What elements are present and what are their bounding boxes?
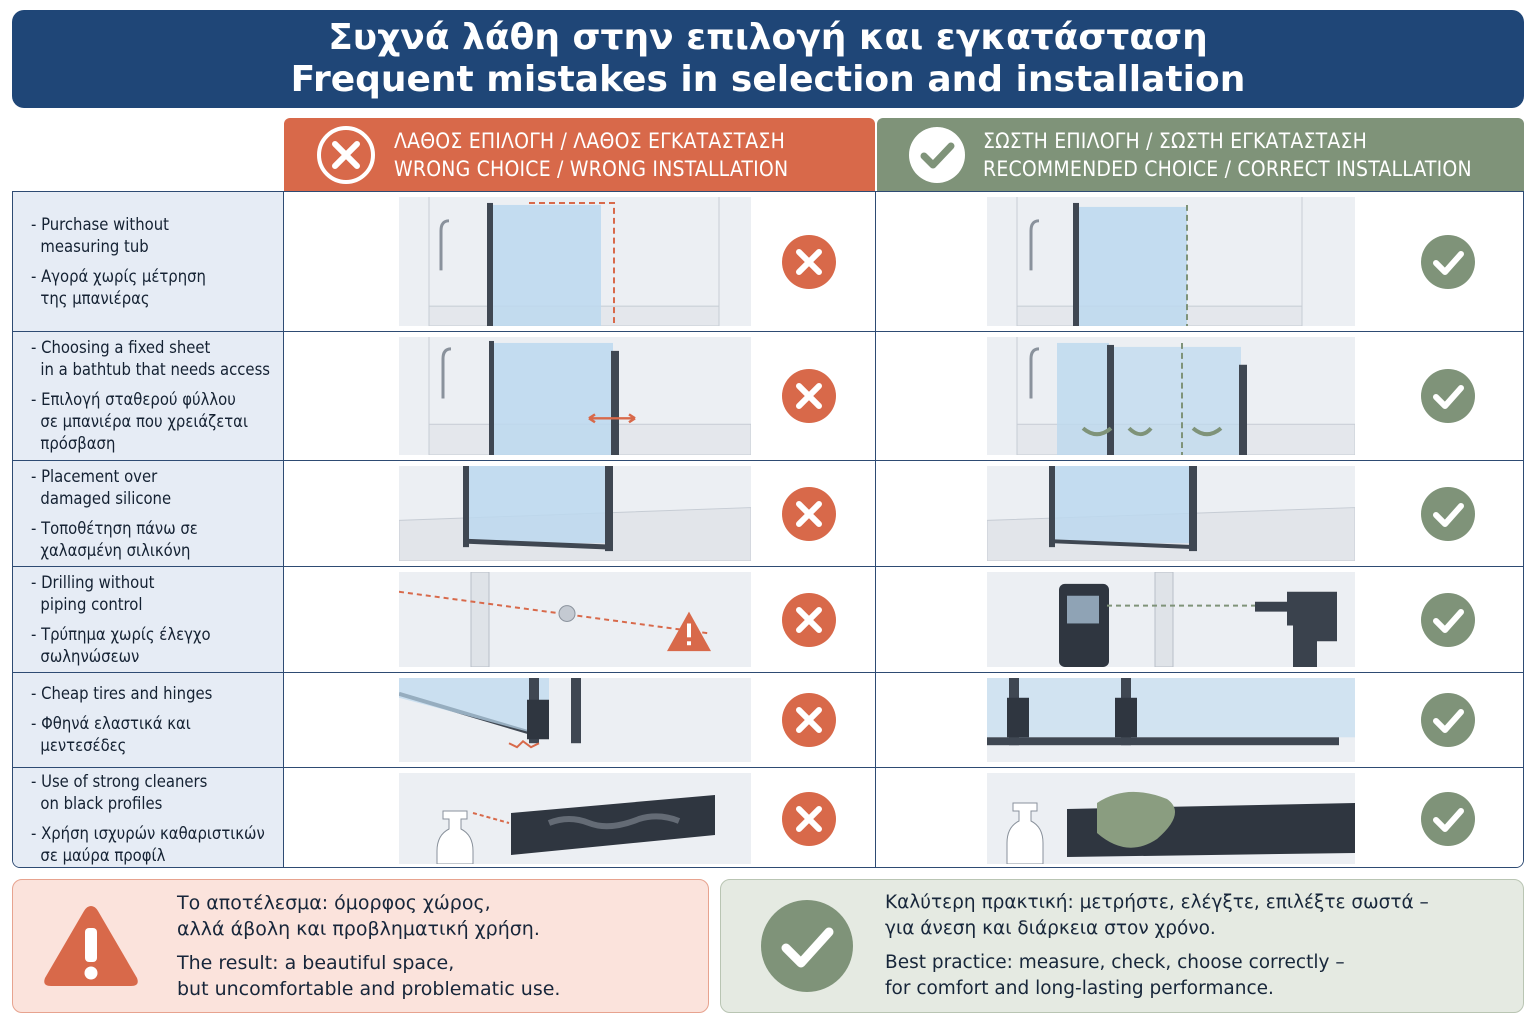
row-label-english: - Cheap tires and hinges — [31, 684, 213, 703]
practice-greek-line2: για άνεση και διάρκεια στον χρόνο. — [885, 918, 1216, 939]
best-practice-box: Καλύτερη πρακτική: μετρήστε, ελέγξτε, επ… — [720, 879, 1524, 1013]
row-label-english: - Drilling without piping control — [31, 572, 155, 614]
row-label: - Use of strong cleaners on black profil… — [13, 768, 284, 867]
row-label-greek: - Τρύπημα χωρίς έλεγχο σωληνώσεων — [31, 624, 211, 666]
wrong-header-greek: ΛΑΘΟΣ ΕΠΙΛΟΓΗ / ΛΑΘΟΣ ΕΓΚΑΤΑΣΤΑΣΗ — [394, 128, 785, 153]
drilling-into-pipe-illustration — [399, 572, 751, 667]
table-row: - Placement over damaged silicone - Τοπο… — [13, 461, 1523, 567]
check-circle-icon — [761, 900, 853, 992]
result-warning-box: Το αποτέλεσμα: όμορφος χώρος, αλλά άβολη… — [12, 879, 709, 1013]
check-circle-icon — [1421, 369, 1475, 423]
row-label-greek: - Επιλογή σταθερού φύλλου σε μπανιέρα πο… — [31, 390, 248, 453]
row-label: - Drilling without piping control - Τρύπ… — [13, 567, 284, 672]
cross-circle-icon — [782, 486, 836, 541]
row-label-greek: - Χρήση ισχυρών καθαριστικών σε μαύρα πρ… — [31, 823, 265, 865]
title-english: Frequent mistakes in selection and insta… — [290, 59, 1246, 100]
right-cell — [877, 461, 1523, 566]
wrong-cell — [285, 673, 876, 767]
table-row: - Purchase without measuring tub - Αγορά… — [13, 192, 1523, 332]
right-header-english: RECOMMENDED CHOICE / CORRECT INSTALLATIO… — [983, 156, 1472, 181]
practice-english-line1: Best practice: measure, check, choose co… — [885, 952, 1345, 973]
folding-panel-illustration — [987, 337, 1355, 455]
damaged-silicone-illustration — [399, 466, 751, 561]
cross-circle-icon — [782, 369, 836, 423]
table-row: - Choosing a fixed sheet in a bathtub th… — [13, 332, 1523, 461]
wrong-cell — [285, 768, 876, 867]
check-circle-icon — [1421, 486, 1475, 541]
fixed-panel-illustration — [399, 337, 751, 455]
cross-circle-icon — [782, 693, 836, 747]
shower-screen-too-wide-illustration — [399, 197, 751, 326]
row-label-greek: - Φθηνά ελαστικά και μεντεσέδες — [31, 714, 191, 755]
right-cell — [877, 673, 1523, 767]
wrong-cell — [285, 192, 876, 331]
cross-circle-icon — [782, 234, 836, 289]
wrong-column-header: ΛΑΘΟΣ ΕΠΙΛΟΓΗ / ΛΑΘΟΣ ΕΓΚΑΤΑΣΤΑΣΗ WRONG … — [284, 118, 875, 191]
row-label: - Purchase without measuring tub - Αγορά… — [13, 192, 284, 331]
damaged-black-profile-illustration — [399, 773, 751, 864]
right-cell — [877, 332, 1523, 460]
row-label-english: - Use of strong cleaners on black profil… — [31, 771, 208, 813]
row-label-english: - Choosing a fixed sheet in a bathtub th… — [31, 338, 271, 379]
cheap-hinge-illustration — [399, 678, 751, 762]
gentle-cleaning-illustration — [987, 773, 1355, 864]
cross-circle-icon — [317, 125, 375, 184]
clean-silicone-illustration — [987, 466, 1355, 561]
quality-hinge-illustration — [987, 678, 1355, 762]
right-cell — [877, 567, 1523, 672]
table-row: - Drilling without piping control - Τρύπ… — [13, 567, 1523, 673]
check-circle-icon — [1421, 693, 1475, 747]
row-label-english: - Placement over damaged silicone — [31, 466, 172, 508]
comparison-table: - Purchase without measuring tub - Αγορά… — [12, 191, 1524, 868]
check-circle-icon — [1421, 791, 1475, 846]
table-row: - Use of strong cleaners on black profil… — [13, 768, 1523, 867]
cross-circle-icon — [782, 791, 836, 846]
shower-screen-measured-illustration — [987, 197, 1355, 326]
pipe-detector-drill-illustration — [987, 572, 1355, 667]
row-label: - Placement over damaged silicone - Τοπο… — [13, 461, 284, 566]
row-label: - Cheap tires and hinges - Φθηνά ελαστικ… — [13, 673, 284, 767]
wrong-header-english: WRONG CHOICE / WRONG INSTALLATION — [394, 156, 789, 181]
row-label-english: - Purchase without measuring tub — [31, 214, 169, 256]
check-circle-icon — [909, 126, 965, 183]
wrong-cell — [285, 332, 876, 460]
practice-english-line2: for comfort and long-lasting performance… — [885, 978, 1274, 999]
row-label: - Choosing a fixed sheet in a bathtub th… — [13, 332, 284, 460]
practice-greek-line1: Καλύτερη πρακτική: μετρήστε, ελέγξτε, επ… — [885, 892, 1429, 913]
result-greek-line2: αλλά άβολη και προβληματική χρήση. — [177, 918, 540, 940]
right-cell — [877, 192, 1523, 331]
table-row: - Cheap tires and hinges - Φθηνά ελαστικ… — [13, 673, 1523, 768]
result-greek-line1: Το αποτέλεσμα: όμορφος χώρος, — [177, 892, 491, 914]
title-greek: Συχνά λάθη στην επιλογή και εγκατάσταση — [328, 17, 1208, 58]
result-english-line2: but uncomfortable and problematic use. — [177, 978, 561, 1000]
wrong-cell — [285, 461, 876, 566]
wrong-cell — [285, 567, 876, 672]
row-label-greek: - Αγορά χωρίς μέτρηση της μπανιέρας — [31, 266, 206, 308]
cross-circle-icon — [782, 592, 836, 647]
result-english-line1: The result: a beautiful space, — [177, 952, 455, 974]
right-column-header: ΣΩΣΤΗ ΕΠΙΛΟΓΗ / ΣΩΣΤΗ ΕΓΚΑΤΑΣΤΑΣΗ RECOMM… — [877, 118, 1524, 191]
page-title: Συχνά λάθη στην επιλογή και εγκατάσταση … — [12, 10, 1524, 108]
check-circle-icon — [1421, 592, 1475, 647]
right-header-greek: ΣΩΣΤΗ ΕΠΙΛΟΓΗ / ΣΩΣΤΗ ΕΓΚΑΤΑΣΤΑΣΗ — [983, 128, 1368, 153]
warning-triangle-icon — [44, 906, 138, 986]
check-circle-icon — [1421, 234, 1475, 289]
right-cell — [877, 768, 1523, 867]
row-label-greek: - Τοποθέτηση πάνω σε χαλασμένη σιλικόνη — [31, 518, 198, 560]
